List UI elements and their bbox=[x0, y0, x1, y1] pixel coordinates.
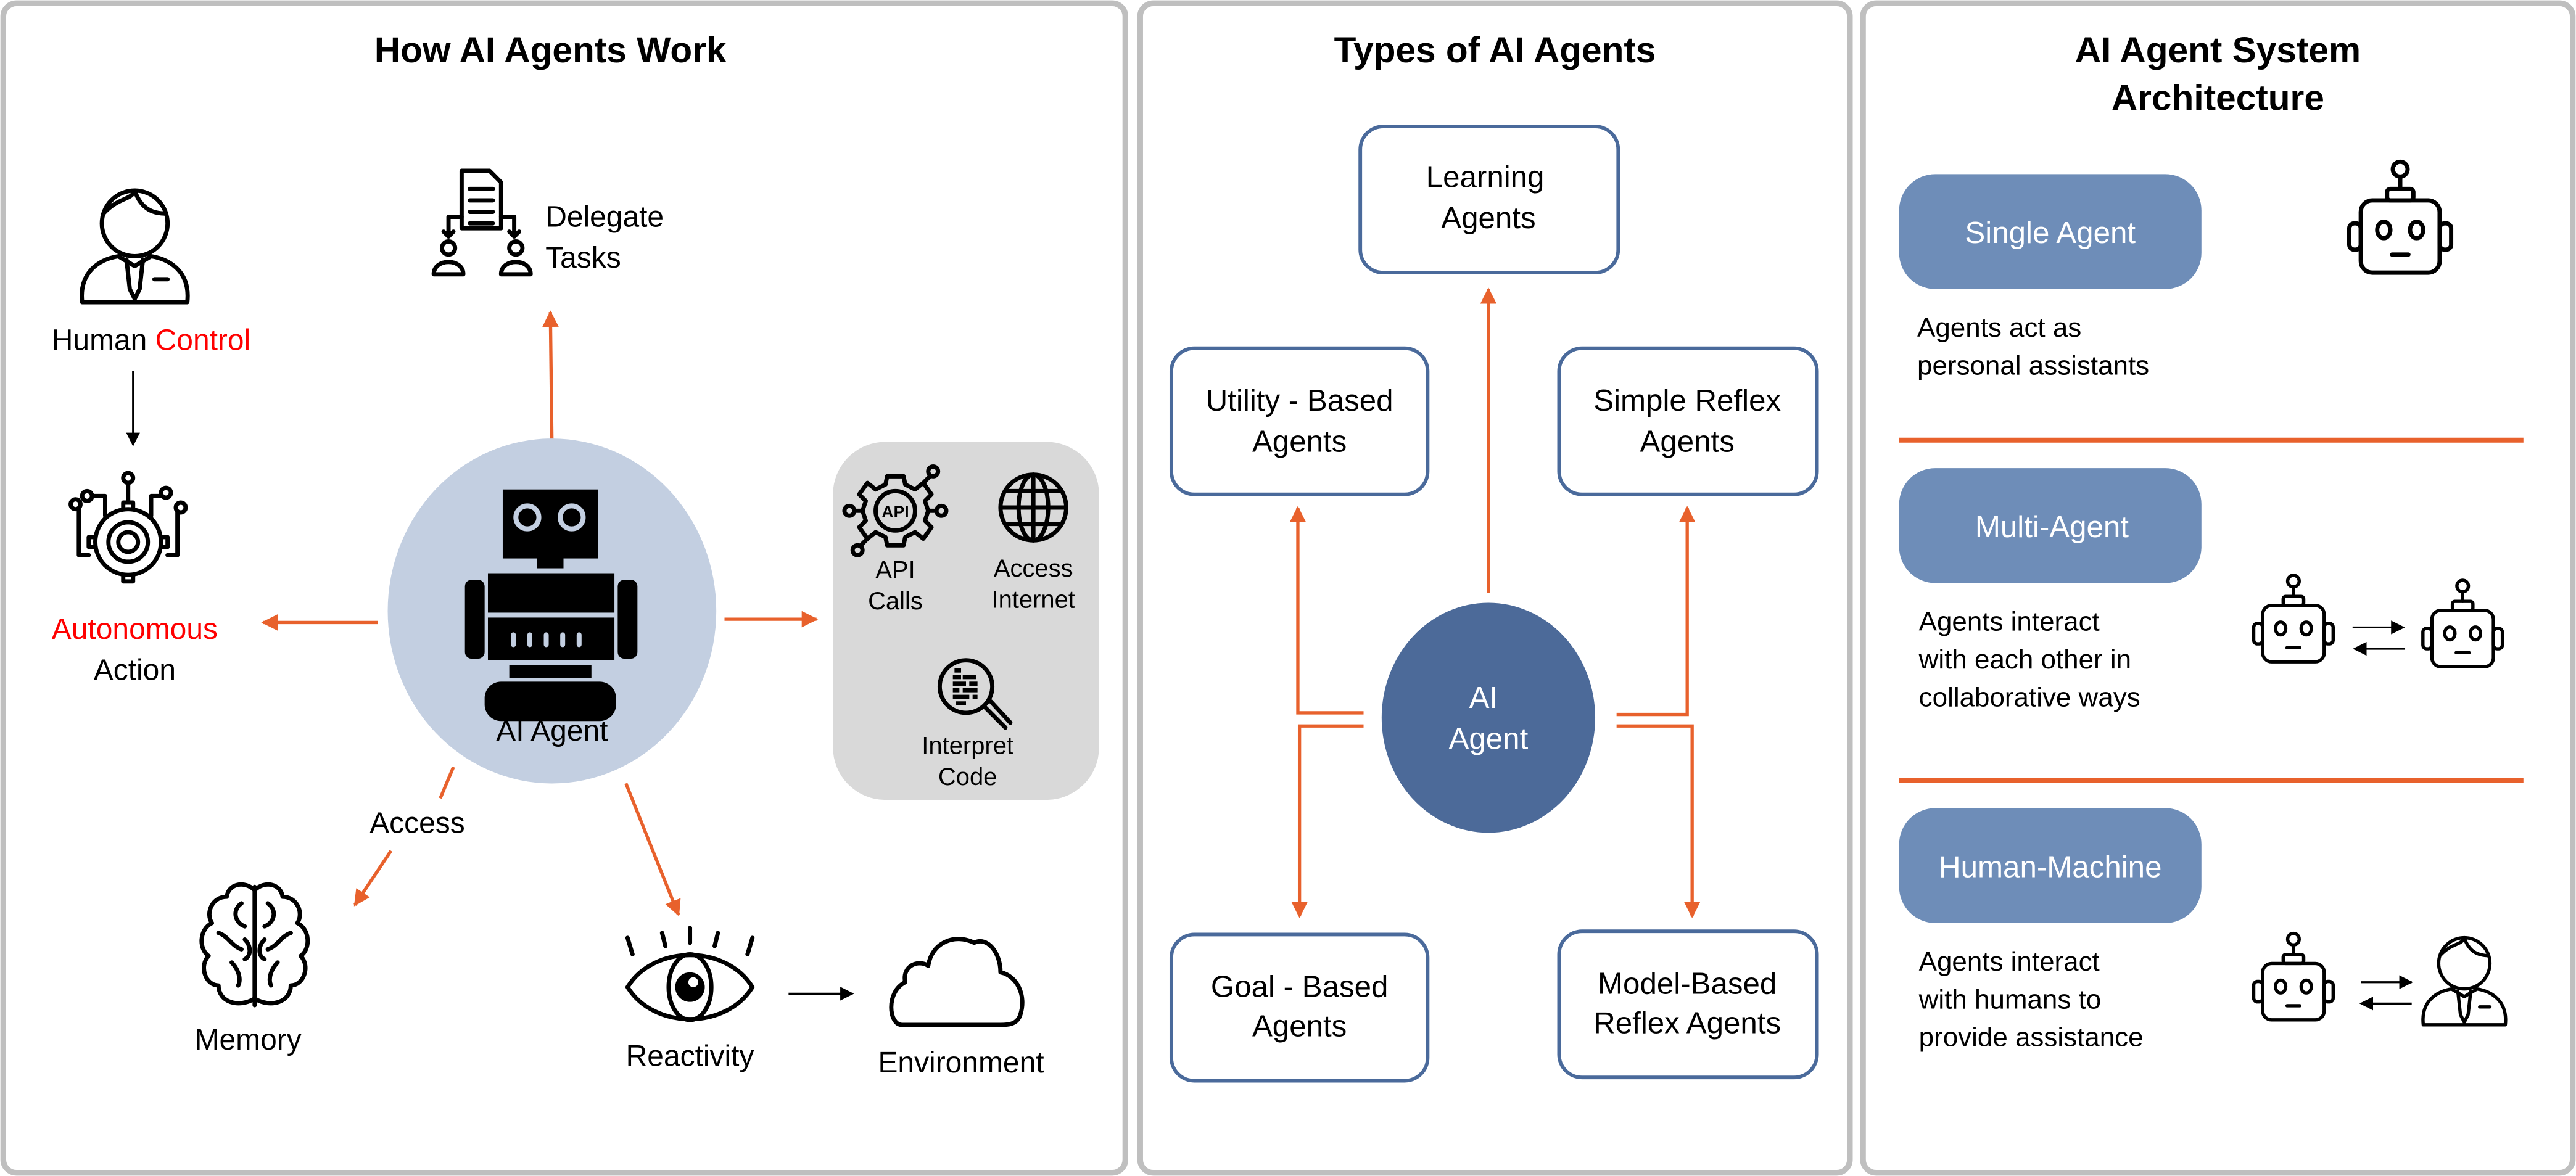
ai-center-label-2: Agent bbox=[1449, 722, 1529, 756]
goal-line1: Goal - Based bbox=[1211, 970, 1389, 1004]
connector-to-utility bbox=[1289, 506, 1364, 715]
access-internet-label-2: Internet bbox=[991, 586, 1075, 613]
brain-icon bbox=[199, 882, 310, 1008]
arrow-access-segment bbox=[439, 766, 455, 799]
api-glyph: API bbox=[881, 503, 909, 521]
connector-to-simple-reflex bbox=[1616, 506, 1696, 717]
arch-single-agent-button[interactable]: Single Agent bbox=[1899, 174, 2202, 289]
cloud-icon bbox=[889, 937, 1025, 1027]
human-control-label: Human Control bbox=[52, 324, 250, 356]
arrow-to-memory bbox=[353, 850, 393, 907]
arrow-to-reactivity bbox=[624, 783, 681, 916]
globe-icon bbox=[998, 472, 1068, 543]
agent-type-learning[interactable]: Learning Agents bbox=[1358, 125, 1620, 275]
arch-human-machine-button[interactable]: Human-Machine bbox=[1899, 808, 2202, 923]
single-agent-desc-1: Agents act as bbox=[1917, 313, 2081, 343]
human-machine-desc-1: Agents interact bbox=[1919, 947, 2100, 977]
api-gear-icon: API bbox=[842, 464, 949, 557]
model-reflex-line1: Model-Based bbox=[1598, 966, 1777, 1000]
code-label: Code bbox=[938, 763, 997, 791]
goal-line2: Agents bbox=[1252, 1009, 1347, 1043]
memory-label: Memory bbox=[195, 1024, 302, 1056]
api-label: API bbox=[875, 557, 915, 584]
robot-to-human-icon bbox=[2254, 934, 2506, 1025]
multi-agent-label: Multi-Agent bbox=[1975, 510, 2129, 544]
environment-label: Environment bbox=[878, 1046, 1044, 1079]
agent-type-utility[interactable]: Utility - Based Agents bbox=[1169, 346, 1430, 496]
panel-title-architecture-2: Architecture bbox=[2112, 78, 2324, 118]
reactivity-label: Reactivity bbox=[626, 1040, 754, 1073]
panel-title-types: Types of AI Agents bbox=[1334, 30, 1656, 70]
human-machine-desc-2: with humans to bbox=[1918, 984, 2102, 1014]
ai-agent-label: AI Agent bbox=[496, 715, 608, 747]
code-magnifier-icon bbox=[937, 658, 1013, 730]
multi-agent-desc-1: Agents interact bbox=[1919, 607, 2100, 637]
gear-circuit-icon bbox=[68, 471, 188, 584]
simple-reflex-line1: Simple Reflex bbox=[1593, 384, 1781, 417]
interpret-label: Interpret bbox=[922, 733, 1013, 760]
multi-agent-desc-2: with each other in bbox=[1918, 644, 2131, 675]
connector-to-goal bbox=[1291, 724, 1364, 918]
robot-icon bbox=[464, 489, 638, 722]
human-machine-label: Human-Machine bbox=[1939, 850, 2161, 884]
model-reflex-line2: Reflex Agents bbox=[1593, 1006, 1781, 1040]
delegate-label: Delegate bbox=[545, 201, 664, 234]
simple-reflex-line2: Agents bbox=[1640, 424, 1734, 458]
connector-to-model-reflex bbox=[1616, 724, 1701, 918]
multi-agent-desc-3: collaborative ways bbox=[1919, 682, 2140, 712]
access-label: Access bbox=[369, 807, 465, 839]
tasks-label: Tasks bbox=[545, 242, 621, 274]
agent-type-simple-reflex[interactable]: Simple Reflex Agents bbox=[1557, 346, 1819, 496]
panel-title-how: How AI Agents Work bbox=[374, 30, 727, 70]
access-internet-label-1: Access bbox=[994, 555, 1073, 582]
arch-multi-agent-button[interactable]: Multi-Agent bbox=[1899, 468, 2202, 583]
panel-types-of-ai-agents bbox=[1137, 0, 1853, 1176]
agent-type-goal[interactable]: Goal - Based Agents bbox=[1169, 932, 1430, 1083]
robot-to-robot-icon bbox=[2254, 575, 2503, 667]
eye-icon bbox=[625, 926, 755, 1022]
learning-line1: Learning bbox=[1426, 160, 1545, 194]
human-machine-desc-3: provide assistance bbox=[1919, 1022, 2144, 1053]
utility-line2: Agents bbox=[1252, 424, 1347, 458]
delegate-document-icon bbox=[431, 168, 533, 277]
panel-title-architecture-1: AI Agent System bbox=[2075, 30, 2361, 70]
arrow-to-delegate bbox=[542, 310, 559, 449]
agent-type-model-reflex[interactable]: Model-Based Reflex Agents bbox=[1557, 929, 1819, 1080]
calls-label: Calls bbox=[868, 588, 923, 615]
action-label: Action bbox=[94, 654, 176, 687]
ai-center-label-1: AI bbox=[1469, 681, 1498, 715]
single-agent-desc-2: personal assistants bbox=[1917, 350, 2149, 380]
single-agent-label: Single Agent bbox=[1965, 216, 2136, 250]
autonomous-label: Autonomous bbox=[52, 613, 218, 646]
utility-line1: Utility - Based bbox=[1206, 384, 1393, 417]
learning-line2: Agents bbox=[1441, 201, 1535, 235]
ai-agent-center-circle bbox=[1381, 602, 1596, 833]
